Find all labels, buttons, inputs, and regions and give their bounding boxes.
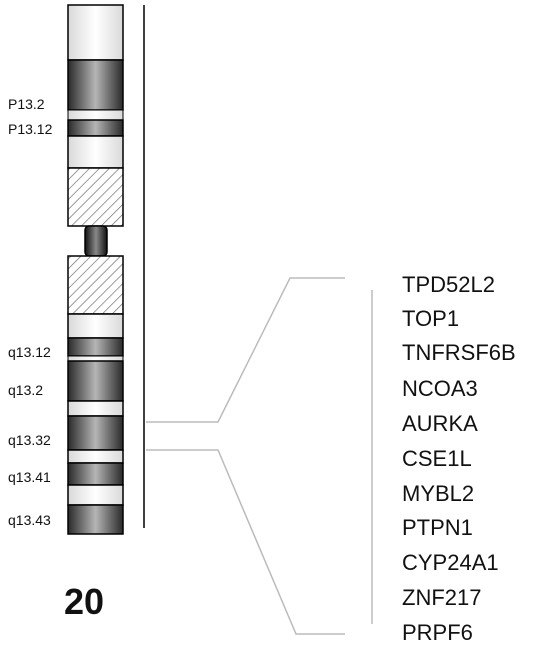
band-label-q13.41: q13.41 — [8, 469, 51, 485]
connector-upper — [146, 277, 345, 423]
band-q11-heterochromatin — [67, 255, 124, 315]
gene-label: AURKA — [402, 411, 478, 436]
band-p12 — [67, 135, 124, 169]
band-label-q13.32: q13.32 — [8, 432, 51, 448]
gene-label: CSE1L — [402, 446, 472, 471]
band-q13.43-dark — [67, 504, 124, 535]
band-q13.41-dark — [67, 462, 124, 486]
gene-label: MYBL2 — [402, 481, 475, 506]
gene-label: PRPF6 — [402, 620, 473, 645]
zoom-connector — [146, 277, 373, 635]
q-arm — [67, 255, 124, 535]
chromosome-number: 20 — [64, 581, 105, 622]
gene-label: PTPN1 — [402, 515, 473, 540]
band-q13.2-dark — [67, 360, 124, 402]
gene-label: NCOA3 — [402, 376, 478, 401]
band-q13.12-dark — [67, 337, 124, 357]
gene-label: CYP24A1 — [402, 550, 499, 575]
band-label-q13.43: q13.43 — [8, 512, 51, 528]
band-label-q13.2: q13.2 — [8, 382, 44, 398]
band-label-q13.12: q13.12 — [8, 344, 51, 360]
gene-label: ZNF217 — [402, 585, 482, 610]
p-arm — [67, 4, 124, 227]
band-label-p13.12: P13.12 — [8, 121, 53, 137]
gene-label: TNFRSF6B — [402, 340, 516, 365]
band-q13.32-dark — [67, 415, 124, 451]
band-p13.12-dark — [67, 119, 124, 137]
gene-label: TPD52L2 — [402, 272, 495, 297]
band-p13.3 — [67, 4, 124, 61]
band-q12 — [67, 313, 124, 339]
band-label-p13.2: P13.2 — [8, 96, 45, 112]
band-light-p — [67, 109, 124, 121]
band-q13.42 — [67, 484, 124, 506]
centromere — [84, 225, 108, 257]
band-q13.33 — [67, 449, 124, 464]
gene-label: TOP1 — [402, 306, 460, 331]
connector-lower — [146, 449, 345, 635]
band-p13.2-dark — [67, 59, 124, 111]
band-p11-heterochromatin — [67, 167, 124, 227]
band-q13.31 — [67, 400, 124, 417]
